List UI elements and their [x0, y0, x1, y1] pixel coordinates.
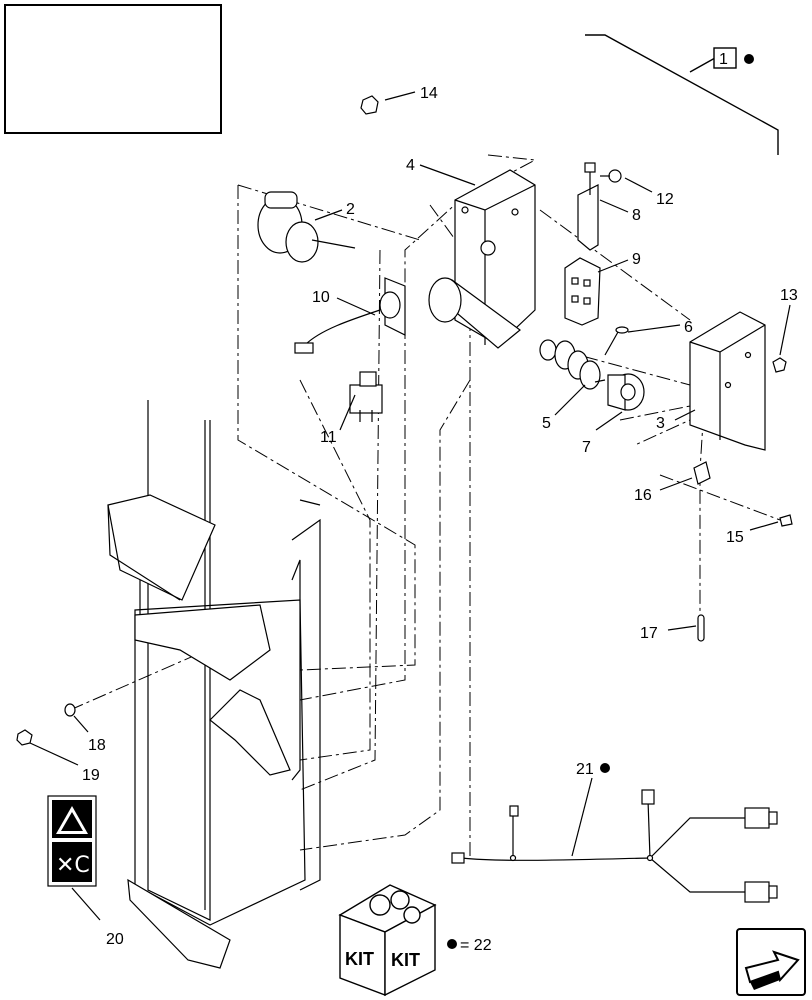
item-14-nut[interactable] [360, 95, 379, 115]
item-7-bushing[interactable] [607, 373, 645, 411]
callout-1-label: 1 [719, 51, 728, 68]
item-21-wire-harness[interactable] [451, 789, 778, 903]
next-page-button[interactable] [736, 928, 806, 996]
callout-17-label: 17 [640, 625, 658, 642]
callout-6-label: 6 [684, 319, 693, 336]
callout-13-label: 13 [780, 287, 798, 304]
next-page-arrow-icon [744, 950, 800, 990]
callout-14-label: 14 [420, 85, 438, 102]
callout-12-label: 12 [656, 191, 674, 208]
kit-left-label: KIT [345, 949, 374, 969]
main-support-column [107, 400, 321, 969]
item-4-housing[interactable] [428, 169, 536, 349]
callout-15-label: 15 [726, 529, 744, 546]
callout-21-label: 21 [576, 761, 594, 778]
callout-16-label: 16 [634, 487, 652, 504]
hand-entanglement-warning-icon: ✕C [52, 800, 92, 882]
assembly-group-bracket [585, 34, 779, 155]
item-9-circuit-board[interactable] [564, 257, 601, 326]
item-2-motor[interactable] [257, 191, 356, 263]
item-15-screw[interactable] [779, 514, 793, 527]
kit-bullet-icon [744, 54, 754, 64]
item-5-auger[interactable] [539, 339, 606, 390]
item-17-pin[interactable] [697, 614, 705, 642]
callout-22-label: = 22 [460, 937, 492, 954]
callout-8-label: 8 [632, 207, 641, 224]
title-block-frame [4, 4, 222, 134]
kit-bullet-icon [447, 939, 457, 949]
item-13-nut[interactable] [772, 357, 787, 373]
callout-10-label: 10 [312, 289, 330, 306]
item-16-clip[interactable] [693, 461, 711, 485]
item-12-screw[interactable] [600, 169, 622, 183]
callout-19-label: 19 [82, 767, 100, 784]
item-10-switch[interactable] [294, 277, 406, 354]
item-3-cover[interactable] [689, 311, 766, 451]
callout-9-label: 9 [632, 251, 641, 268]
kit-bullet-icon [600, 763, 610, 773]
callout-2-label: 2 [346, 201, 355, 218]
item-1-callout[interactable]: 1 [713, 47, 754, 69]
kit-right-label: KIT [391, 950, 420, 970]
callout-5-label: 5 [542, 415, 551, 432]
item-8-bracket[interactable] [577, 162, 599, 251]
callout-18-label: 18 [88, 737, 106, 754]
item-20-warning-decal[interactable]: ✕C [47, 795, 97, 887]
item-6-pin[interactable] [604, 326, 629, 356]
callout-11-label: 11 [320, 429, 337, 446]
callout-20-label: 20 [106, 931, 124, 948]
callout-4-label: 4 [406, 157, 415, 174]
svg-text:✕C: ✕C [56, 853, 90, 878]
callout-7-label: 7 [582, 439, 591, 456]
item-19-nut[interactable] [16, 729, 33, 746]
item-18-washer[interactable] [64, 703, 76, 717]
item-22-service-kit[interactable]: KIT KIT [338, 884, 437, 997]
callout-3-label: 3 [656, 415, 665, 432]
item-11-relay[interactable] [349, 371, 383, 422]
